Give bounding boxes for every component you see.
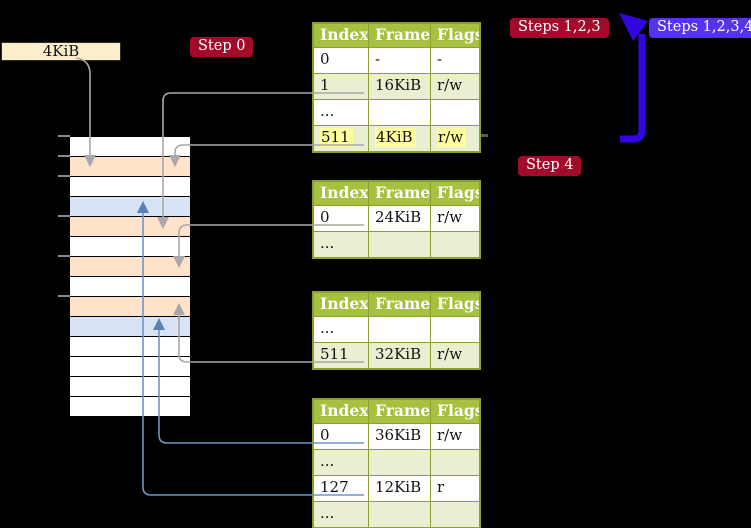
memory-row-9	[70, 297, 190, 317]
page-table-1: Index Frame Flags 0 - - 1 16KiB r/w ... …	[312, 22, 481, 153]
header-flags: Flags	[430, 400, 479, 423]
badge-step0: Step 0	[190, 37, 254, 57]
table-header-row: Index Frame Flags	[314, 182, 479, 205]
table-row: 0 36KiB r/w	[314, 423, 479, 449]
memory-row-2	[70, 157, 190, 177]
physical-memory-strip	[70, 136, 190, 417]
header-index: Index	[320, 401, 368, 420]
memory-row-14	[70, 397, 190, 417]
highlighted-value: 4KiB	[375, 128, 416, 147]
memory-row-4	[70, 197, 190, 217]
badge-steps123: Steps 1,2,3	[510, 18, 609, 38]
table-row: 1 16KiB r/w	[314, 73, 479, 99]
page-table-2: Index Frame Flags 0 24KiB r/w ...	[312, 180, 481, 259]
header-flags: Flags	[430, 182, 479, 205]
highlighted-value: r/w	[437, 128, 467, 147]
page-table-4: Index Frame Flags 0 36KiB r/w ... 127 12…	[312, 398, 481, 528]
memory-row-6	[70, 237, 190, 257]
table-header-row: Index Frame Flags	[314, 400, 479, 423]
table-row: 0 - -	[314, 47, 479, 73]
page-size-label: 4KiB	[1, 42, 121, 61]
table1-arrow-stub	[481, 134, 488, 137]
table-row: 511 32KiB r/w	[314, 342, 479, 368]
page-table-3: Index Frame Flags ... 511 32KiB r/w	[312, 291, 481, 370]
memory-row-10	[70, 317, 190, 337]
header-flags: Flags	[430, 293, 479, 316]
memory-row-12	[70, 357, 190, 377]
table-header-row: Index Frame Flags	[314, 293, 479, 316]
memory-row-11	[70, 337, 190, 357]
table-row: ...	[314, 231, 479, 257]
badge-steps1234: Steps 1,2,3,4	[649, 18, 751, 38]
header-index: Index	[320, 294, 368, 313]
memory-row-7	[70, 257, 190, 277]
memory-strip-ticks	[58, 135, 70, 297]
header-frame: Frame	[368, 293, 430, 316]
header-flags: Flags	[430, 24, 479, 47]
memory-row-3	[70, 177, 190, 197]
big-blue-arrow	[619, 13, 648, 143]
memory-row-8	[70, 277, 190, 297]
memory-row-1	[70, 137, 190, 157]
table-row: 0 24KiB r/w	[314, 205, 479, 231]
badge-step4: Step 4	[518, 156, 582, 176]
table-header-row: Index Frame Flags	[314, 24, 479, 47]
memory-row-5	[70, 217, 190, 237]
header-frame: Frame	[368, 400, 430, 423]
header-frame: Frame	[368, 182, 430, 205]
table-row: 127 12KiB r	[314, 475, 479, 501]
table-row: ...	[314, 501, 479, 527]
table-row: ...	[314, 316, 479, 342]
table-row: ...	[314, 449, 479, 475]
table-row: ...	[314, 99, 479, 125]
header-frame: Frame	[368, 24, 430, 47]
highlighted-value: 511	[320, 128, 353, 147]
header-index: Index	[320, 183, 368, 202]
memory-row-13	[70, 377, 190, 397]
header-index: Index	[320, 25, 368, 44]
table-row-highlighted: 511 4KiB r/w	[314, 125, 479, 151]
